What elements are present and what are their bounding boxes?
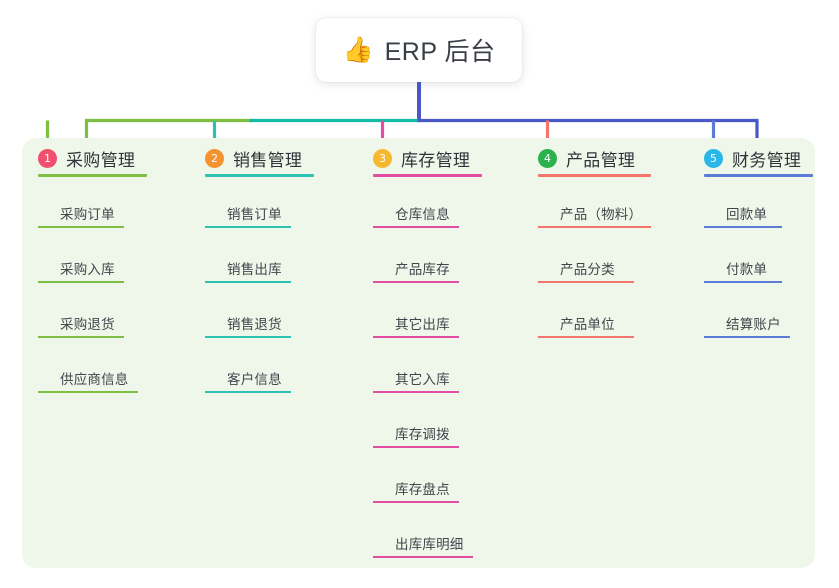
branch-number-badge: 5	[704, 149, 723, 168]
branch-leaf-rule	[205, 281, 291, 283]
branch-column-5: 5 财务管理回款单付款单结算账户	[704, 138, 824, 393]
branch-title: 销售管理	[233, 151, 303, 170]
branch-leaf-rule	[704, 281, 782, 283]
branch-leaf-rule	[538, 336, 634, 338]
branch-header-rule	[205, 174, 314, 177]
branch-leaf-item[interactable]: 其它入库	[373, 353, 479, 393]
branch-leaf-item[interactable]: 付款单	[704, 243, 802, 283]
branch-header-rule	[704, 174, 813, 177]
branch-column-4: 4 产品管理产品（物料） 产品分类产品单位	[538, 138, 663, 393]
branch-header-3[interactable]: 3 库存管理	[373, 146, 470, 171]
branch-number-badge: 1	[38, 149, 57, 168]
branch-leaf-item[interactable]: 产品库存	[373, 243, 479, 283]
branch-number-badge: 3	[373, 149, 392, 168]
branch-leaf-item[interactable]: 产品（物料）	[538, 188, 671, 228]
branch-leaf-item[interactable]: 产品分类	[538, 243, 654, 283]
branch-leaf-label: 库存盘点	[395, 482, 450, 497]
branch-leaf-label: 产品库存	[395, 262, 450, 277]
thumbs-up-icon: 👍	[342, 35, 374, 64]
branch-leaf-label: 销售订单	[227, 207, 282, 222]
branch-leaf-item[interactable]: 采购退货	[38, 298, 144, 338]
branches-panel	[22, 138, 815, 568]
branch-leaf-label: 供应商信息	[60, 372, 129, 387]
branch-leaf-item[interactable]: 结算账户	[704, 298, 810, 338]
branch-leaf-rule	[373, 336, 459, 338]
branch-leaf-item[interactable]: 其它出库	[373, 298, 479, 338]
branch-leaf-item[interactable]: 库存调拨	[373, 408, 479, 448]
branch-leaf-rule	[373, 281, 459, 283]
branch-leaf-label: 回款单	[726, 207, 768, 222]
branch-title: 库存管理	[401, 151, 471, 170]
branch-leaf-rule	[205, 336, 291, 338]
branch-leaf-rule	[373, 391, 459, 393]
branch-title: 产品管理	[566, 151, 636, 170]
branch-leaf-label: 仓库信息	[395, 207, 450, 222]
branch-leaf-label: 出库库明细	[395, 537, 464, 552]
branch-leaf-item[interactable]: 采购入库	[38, 243, 144, 283]
branch-leaf-label: 其它入库	[395, 372, 450, 387]
branch-column-2: 2 销售管理销售订单销售出库销售退货客户信息	[205, 138, 325, 448]
branch-leaf-rule	[38, 226, 124, 228]
branch-leaf-rule	[373, 446, 459, 448]
branch-leaf-rule	[38, 281, 124, 283]
branch-leaf-label: 销售出库	[227, 262, 282, 277]
branch-number-badge: 4	[538, 149, 557, 168]
branch-leaf-rule	[205, 226, 291, 228]
branch-leaf-item[interactable]: 仓库信息	[373, 188, 479, 228]
branch-leaf-label: 库存调拨	[395, 427, 450, 442]
root-node-label: ERP 后台	[384, 38, 496, 66]
branch-leaf-rule	[205, 391, 291, 393]
branch-header-5[interactable]: 5 财务管理	[704, 146, 801, 171]
branch-leaf-rule	[373, 556, 473, 558]
branch-leaf-item[interactable]: 销售出库	[205, 243, 311, 283]
branch-leaf-rule	[538, 226, 651, 228]
branch-header-rule	[38, 174, 147, 177]
branch-leaf-rule	[38, 336, 124, 338]
branch-column-3: 3 库存管理仓库信息产品库存其它出库其它入库库存调拨库存盘点出库库明细	[373, 138, 493, 588]
branch-leaf-label: 产品单位	[560, 317, 615, 332]
branch-leaf-rule	[704, 336, 790, 338]
branch-leaf-rule	[704, 226, 782, 228]
branch-header-1[interactable]: 1 采购管理	[38, 146, 135, 171]
root-node[interactable]: 👍 ERP 后台	[316, 18, 522, 82]
branch-leaf-label: 采购退货	[60, 317, 115, 332]
branch-leaf-label: 结算账户	[726, 317, 781, 332]
branch-leaf-item[interactable]: 库存盘点	[373, 463, 479, 503]
branch-title: 财务管理	[732, 151, 802, 170]
branch-column-1: 1 采购管理采购订单采购入库采购退货供应商信息	[38, 138, 158, 448]
branch-leaf-label: 产品（物料）	[560, 207, 643, 222]
branch-header-rule	[538, 174, 651, 177]
branch-leaf-item[interactable]: 回款单	[704, 188, 802, 228]
branch-number-badge: 2	[205, 149, 224, 168]
branch-leaf-item[interactable]: 供应商信息	[38, 353, 158, 393]
branch-leaf-label: 采购订单	[60, 207, 115, 222]
branch-title: 采购管理	[66, 151, 136, 170]
branch-leaf-item[interactable]: 出库库明细	[373, 518, 493, 558]
branch-leaf-label: 采购入库	[60, 262, 115, 277]
branch-leaf-rule	[538, 281, 634, 283]
branch-leaf-item[interactable]: 销售退货	[205, 298, 311, 338]
branch-leaf-label: 销售退货	[227, 317, 282, 332]
branch-header-2[interactable]: 2 销售管理	[205, 146, 302, 171]
branch-leaf-label: 产品分类	[560, 262, 615, 277]
branch-leaf-item[interactable]: 产品单位	[538, 298, 654, 338]
branch-leaf-item[interactable]: 客户信息	[205, 353, 311, 393]
branch-leaf-item[interactable]: 采购订单	[38, 188, 144, 228]
branch-leaf-label: 付款单	[726, 262, 768, 277]
branch-leaf-rule	[373, 501, 459, 503]
branch-header-rule	[373, 174, 482, 177]
branch-leaf-rule	[373, 226, 459, 228]
branch-leaf-item[interactable]: 销售订单	[205, 188, 311, 228]
branch-leaf-label: 其它出库	[395, 317, 450, 332]
branch-header-4[interactable]: 4 产品管理	[538, 146, 635, 171]
branch-leaf-rule	[38, 391, 138, 393]
branch-leaf-label: 客户信息	[227, 372, 282, 387]
root-node-content: 👍 ERP 后台	[342, 32, 495, 68]
